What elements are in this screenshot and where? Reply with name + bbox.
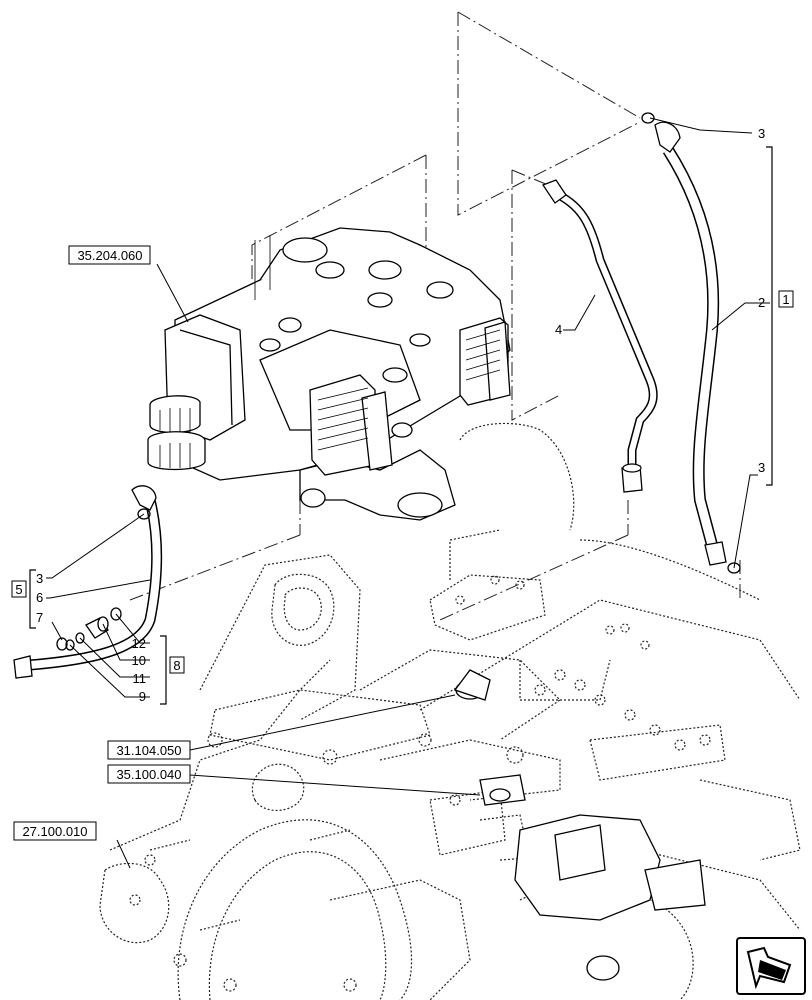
left-hose	[13, 485, 163, 679]
callout-1: 1	[782, 292, 789, 307]
callout-10: 10	[132, 653, 146, 668]
callout-6: 6	[36, 590, 43, 605]
leader-lines	[46, 117, 770, 869]
housing-outline	[99, 422, 801, 1000]
callout-9: 9	[139, 689, 146, 704]
ref-box-hitch-valve[interactable]: 35.100.040	[107, 764, 191, 784]
ref-box-valve[interactable]: 35.204.060	[68, 245, 151, 265]
ref-label-housing[interactable]: 27.100.010	[22, 824, 87, 839]
remote-valve-assembly	[147, 227, 511, 521]
ref-box-housing[interactable]: 27.100.010	[13, 821, 97, 841]
callout-3-left: 3	[36, 571, 43, 586]
callout-5: 5	[15, 582, 22, 597]
view-direction-arrow-icon[interactable]	[736, 937, 806, 995]
ref-label-gear-pump[interactable]: 31.104.050	[116, 743, 181, 758]
long-hose	[641, 112, 741, 574]
callout-3-top: 3	[758, 126, 765, 141]
ref-label-hitch-valve[interactable]: 35.100.040	[116, 767, 181, 782]
callout-8: 8	[173, 658, 180, 673]
callout-4: 4	[555, 322, 562, 337]
callout-11: 11	[133, 671, 147, 686]
callout-box-1	[778, 290, 794, 308]
callout-2: 2	[758, 295, 765, 310]
ref-label-valve[interactable]: 35.204.060	[77, 248, 142, 263]
valve-details	[159, 235, 501, 468]
ref-box-gear-pump[interactable]: 31.104.050	[107, 740, 191, 760]
callout-box-5	[11, 580, 27, 598]
housing-bosses	[129, 575, 711, 992]
callout-7: 7	[36, 610, 43, 625]
steel-pipe	[542, 179, 658, 493]
hitch-valve	[453, 669, 706, 981]
callout-3-bottom: 3	[758, 460, 765, 475]
group-brackets	[29, 146, 773, 705]
callout-box-8	[169, 656, 185, 674]
callout-12: 12	[132, 636, 146, 651]
adapter-fittings	[56, 607, 122, 651]
